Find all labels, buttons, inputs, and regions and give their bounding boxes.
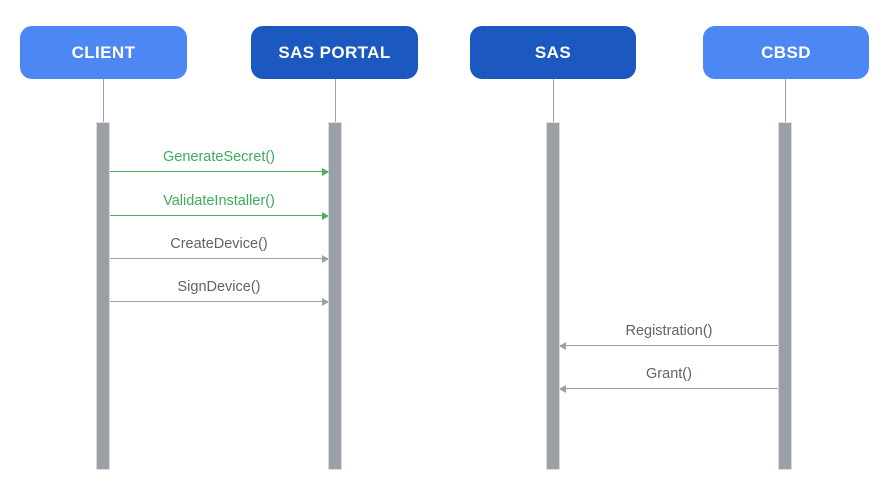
message-line-generate-secret	[110, 171, 328, 172]
message-label-generate-secret: GenerateSecret()	[162, 149, 276, 165]
arrowhead-right-icon	[322, 297, 329, 306]
message-label-grant: Grant()	[646, 366, 692, 382]
participant-label-client: CLIENT	[71, 42, 136, 62]
arrowhead-left-icon	[559, 384, 566, 393]
lifeline-sas-portal	[335, 79, 336, 122]
message-label-create-device: CreateDevice()	[170, 236, 268, 252]
message-line-sign-device	[110, 301, 328, 302]
activation-bar-sas-portal	[328, 122, 342, 470]
message-line-grant	[560, 388, 778, 389]
message-line-validate-installer	[110, 215, 328, 216]
lifeline-client	[103, 79, 104, 122]
activation-bar-client	[96, 122, 110, 470]
participant-box-cbsd[interactable]: CBSD	[703, 26, 869, 79]
participant-label-sas-portal: SAS PORTAL	[278, 42, 391, 62]
arrowhead-right-icon	[322, 254, 329, 263]
participant-box-client[interactable]: CLIENT	[20, 26, 187, 79]
arrowhead-right-icon	[322, 211, 329, 220]
message-label-sign-device: SignDevice()	[177, 279, 261, 295]
message-line-registration	[560, 345, 778, 346]
message-label-validate-installer: ValidateInstaller()	[163, 193, 275, 209]
message-line-create-device	[110, 258, 328, 259]
participant-box-sas[interactable]: SAS	[470, 26, 636, 79]
activation-bar-sas	[546, 122, 560, 470]
participant-box-sas-portal[interactable]: SAS PORTAL	[251, 26, 418, 79]
participant-label-sas: SAS	[534, 42, 572, 62]
activation-bar-cbsd	[778, 122, 792, 470]
arrowhead-left-icon	[559, 341, 566, 350]
message-label-registration: Registration()	[625, 323, 713, 339]
lifeline-cbsd	[785, 79, 786, 122]
lifeline-sas	[553, 79, 554, 122]
participant-label-cbsd: CBSD	[761, 42, 811, 62]
arrowhead-right-icon	[322, 167, 329, 176]
